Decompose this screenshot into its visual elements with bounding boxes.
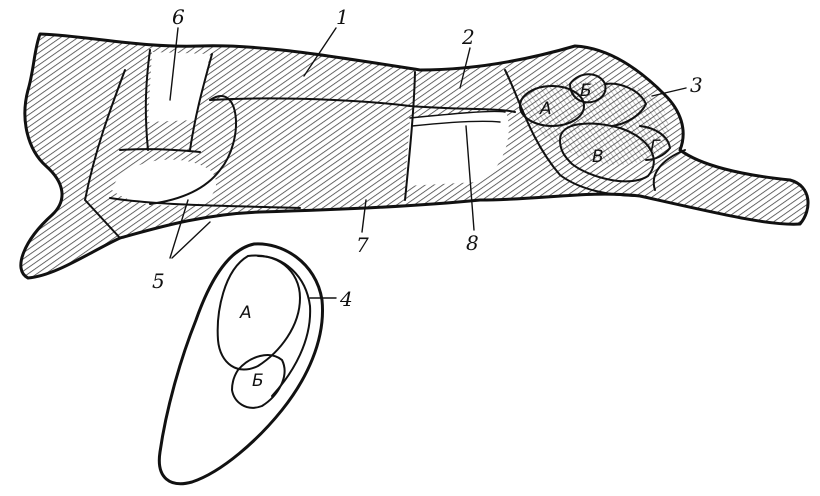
label-cross-A: А [239,303,252,323]
label-cross-B: Б [252,371,264,391]
carcass-side [0,0,820,300]
label-main-G: Г [650,137,661,157]
cross-muscle-A-light [226,278,284,360]
label-2: 2 [461,25,475,49]
label-5: 5 [152,269,165,293]
label-6: 6 [172,5,185,29]
cross-section [159,244,322,484]
label-1: 1 [336,5,349,29]
label-4: 4 [339,287,353,311]
label-8: 8 [466,231,479,255]
cross-section-outer [159,244,322,484]
label-main-V: В [592,147,604,167]
label-main-A: А [539,99,552,119]
label-3: 3 [690,73,703,97]
label-7: 7 [356,233,369,257]
leader-5b [172,222,210,258]
label-main-B: Б [580,81,592,101]
